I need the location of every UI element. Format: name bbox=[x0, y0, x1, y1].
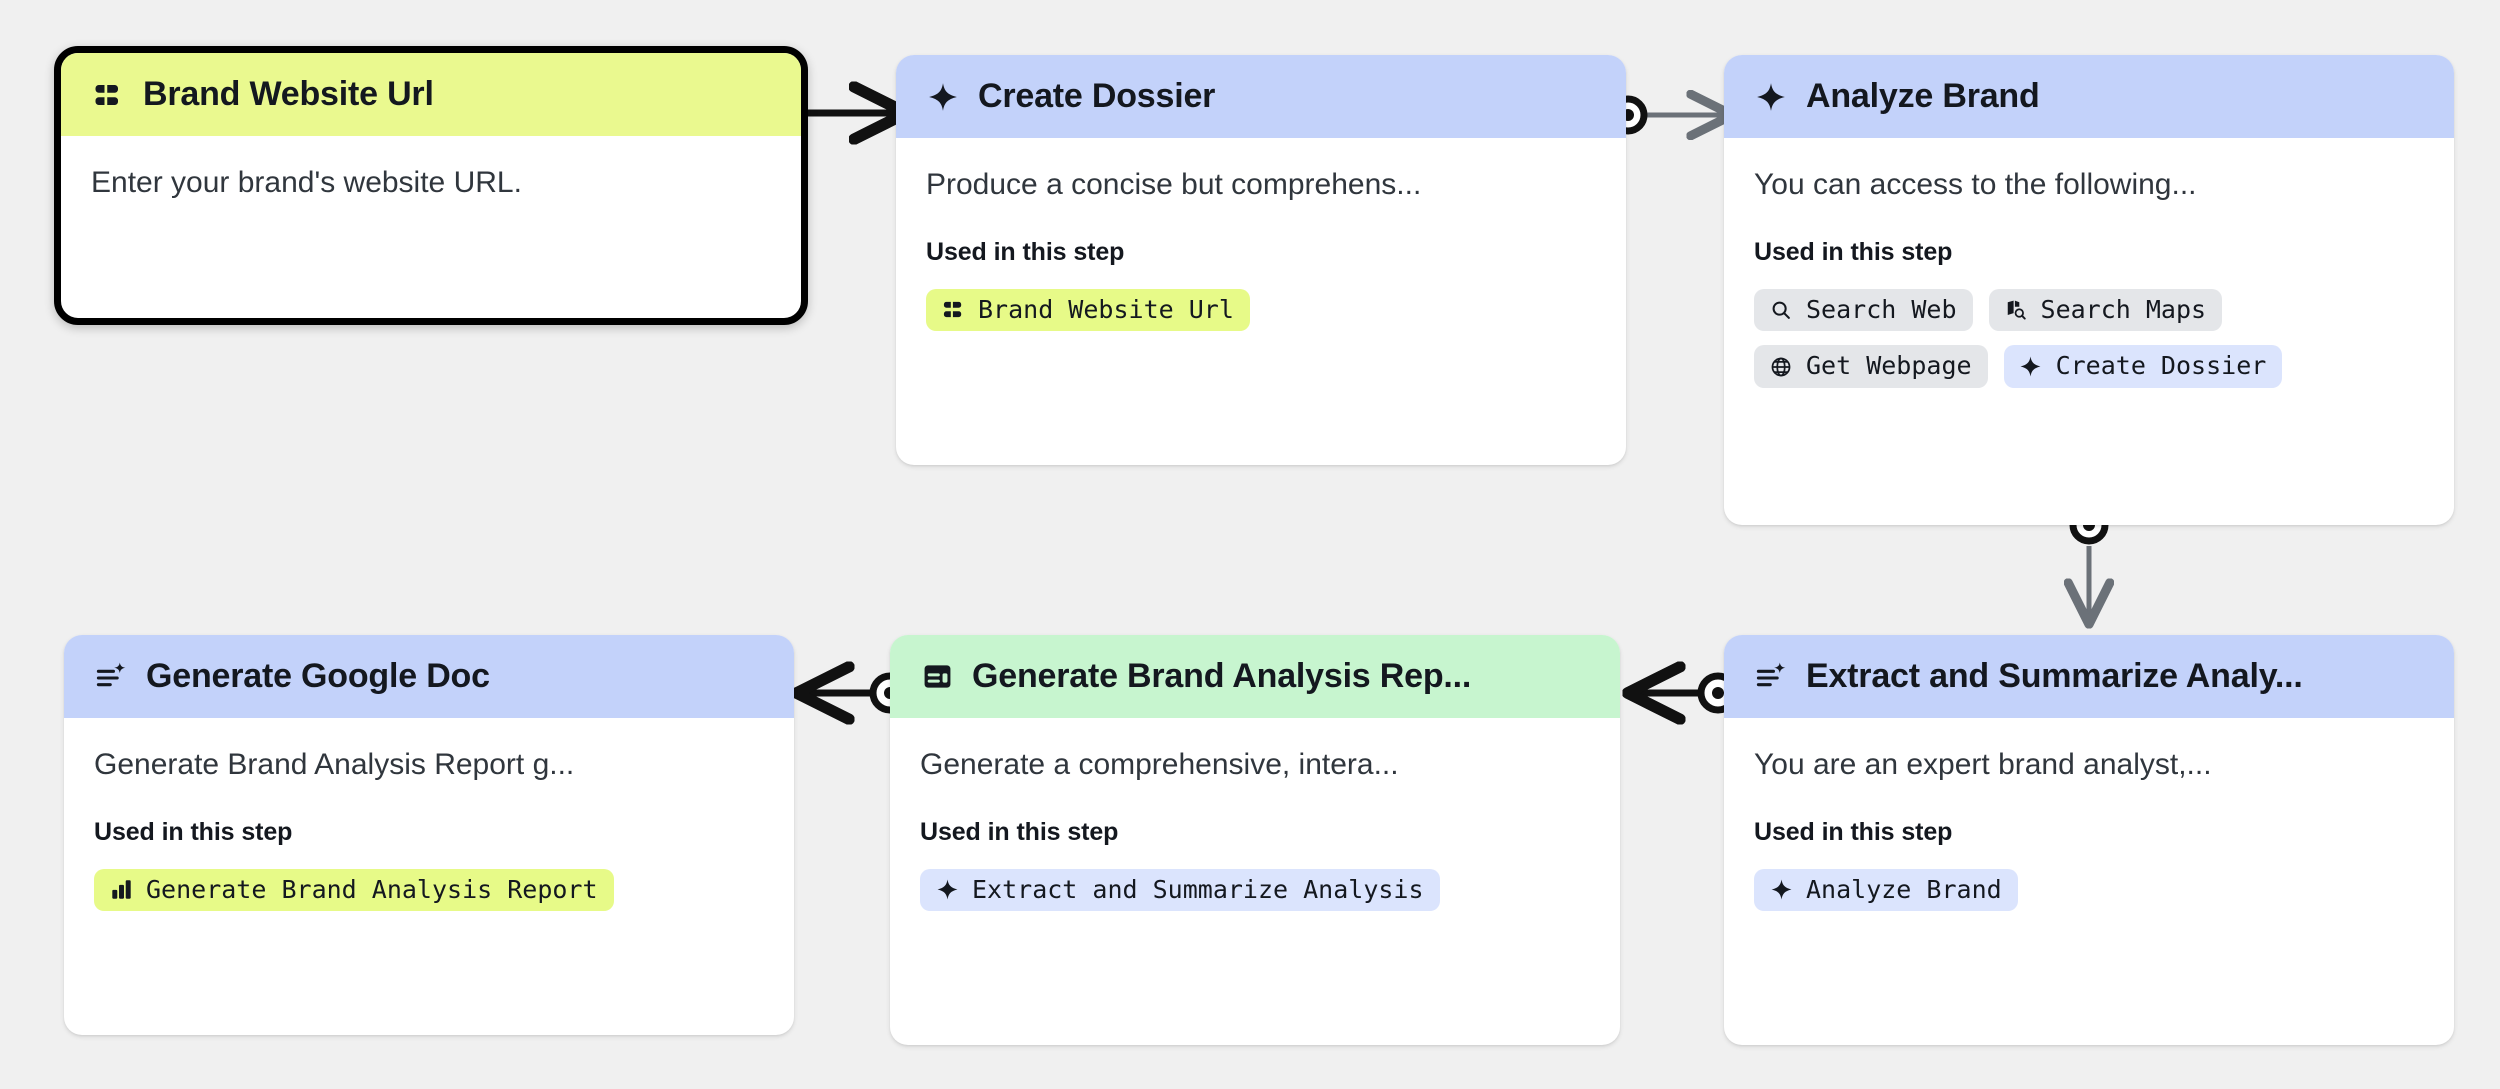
chip-label: Create Dossier bbox=[2055, 351, 2267, 381]
used-in-this-step-label: Used in this step bbox=[1754, 237, 1953, 266]
chip-label: Generate Brand Analysis Report bbox=[146, 874, 598, 904]
form-input-icon bbox=[91, 78, 125, 112]
chip-label: Extract and Summarize Analysis bbox=[972, 874, 1424, 904]
used-in-this-step-label: Used in this step bbox=[920, 817, 1119, 846]
node-title: Brand Website Url bbox=[143, 75, 434, 113]
node-description: Produce a concise but comprehens... bbox=[926, 168, 1422, 202]
node-body: Produce a concise but comprehens... Used… bbox=[896, 138, 1626, 366]
node-generate-brand-analysis-report[interactable]: Generate Brand Analysis Rep... Generate … bbox=[890, 635, 1620, 1045]
chip-label: Analyze Brand bbox=[1806, 874, 2002, 904]
chip-label: Search Maps bbox=[2040, 294, 2207, 324]
form-input-icon bbox=[940, 297, 966, 323]
chip-search-web[interactable]: Search Web bbox=[1754, 288, 1973, 332]
used-in-this-step-label: Used in this step bbox=[1754, 817, 1953, 846]
sparkle-icon bbox=[1754, 80, 1788, 114]
node-header: Create Dossier bbox=[896, 55, 1626, 139]
sparkle-icon bbox=[2018, 354, 2044, 380]
used-in-this-step-label: Used in this step bbox=[94, 817, 293, 846]
node-body: Enter your brand's website URL. bbox=[61, 136, 801, 254]
edge-analyze-brand-to-extract-summarize[interactable] bbox=[2073, 505, 2105, 616]
sparkle-icon bbox=[934, 877, 960, 903]
chip-generate-brand-analysis-report[interactable]: Generate Brand Analysis Report bbox=[94, 868, 614, 912]
chip-label: Brand Website Url bbox=[978, 294, 1234, 324]
edge-extract-summarize-to-report[interactable] bbox=[1638, 676, 1739, 710]
map-search-icon bbox=[2003, 297, 2029, 323]
node-description: You are an expert brand analyst,... bbox=[1754, 748, 2212, 782]
node-extract-and-summarize-analysis[interactable]: Extract and Summarize Analy... You are a… bbox=[1724, 635, 2454, 1045]
chip-analyze-brand[interactable]: Analyze Brand bbox=[1754, 868, 2018, 912]
node-analyze-brand[interactable]: Analyze Brand You can access to the foll… bbox=[1724, 55, 2454, 525]
node-create-dossier[interactable]: Create Dossier Produce a concise but com… bbox=[896, 55, 1626, 465]
used-chips-list: Extract and Summarize Analysis bbox=[920, 868, 1590, 912]
node-header: Brand Website Url bbox=[61, 53, 801, 137]
text-sparkle-icon bbox=[1754, 660, 1788, 694]
node-body: Generate Brand Analysis Report g... Used… bbox=[64, 718, 794, 946]
used-chips-list: Brand Website Url bbox=[926, 288, 1596, 332]
sparkle-icon bbox=[926, 80, 960, 114]
node-body: You are an expert brand analyst,... Used… bbox=[1724, 718, 2454, 946]
node-header: Analyze Brand bbox=[1724, 55, 2454, 139]
node-description: Generate Brand Analysis Report g... bbox=[94, 748, 575, 782]
node-description: Generate a comprehensive, intera... bbox=[920, 748, 1399, 782]
used-in-this-step-label: Used in this step bbox=[926, 237, 1125, 266]
used-chips-list: Search Web Search Maps bbox=[1754, 288, 2424, 389]
node-header: Generate Google Doc bbox=[64, 635, 794, 719]
node-title: Create Dossier bbox=[978, 77, 1216, 115]
chip-label: Get Webpage bbox=[1806, 351, 1972, 381]
chip-extract-and-summarize-analysis[interactable]: Extract and Summarize Analysis bbox=[920, 868, 1440, 912]
globe-icon bbox=[1768, 354, 1794, 380]
chip-create-dossier[interactable]: Create Dossier bbox=[2003, 345, 2283, 389]
node-title: Generate Brand Analysis Rep... bbox=[972, 657, 1472, 695]
node-title: Generate Google Doc bbox=[146, 657, 490, 695]
node-description: You can access to the following... bbox=[1754, 168, 2197, 202]
search-icon bbox=[1768, 297, 1794, 323]
node-title: Extract and Summarize Analy... bbox=[1806, 657, 2303, 695]
chip-search-maps[interactable]: Search Maps bbox=[1988, 288, 2223, 332]
node-header: Generate Brand Analysis Rep... bbox=[890, 635, 1620, 719]
used-chips-list: Generate Brand Analysis Report bbox=[94, 868, 764, 912]
chip-label: Search Web bbox=[1806, 294, 1957, 324]
text-sparkle-icon bbox=[94, 660, 128, 694]
node-header: Extract and Summarize Analy... bbox=[1724, 635, 2454, 719]
used-chips-list: Analyze Brand bbox=[1754, 868, 2424, 912]
node-body: You can access to the following... Used … bbox=[1724, 138, 2454, 423]
chip-brand-website-url[interactable]: Brand Website Url bbox=[926, 288, 1250, 332]
bar-chart-icon bbox=[108, 877, 134, 903]
node-body: Generate a comprehensive, intera... Used… bbox=[890, 718, 1620, 946]
node-title: Analyze Brand bbox=[1806, 77, 2040, 115]
node-generate-google-doc[interactable]: Generate Google Doc Generate Brand Analy… bbox=[64, 635, 794, 1035]
edge-create-dossier-to-analyze-brand[interactable] bbox=[1608, 99, 1724, 131]
sparkle-icon bbox=[1768, 877, 1794, 903]
node-brand-website-url[interactable]: Brand Website Url Enter your brand's web… bbox=[54, 46, 808, 325]
node-description: Enter your brand's website URL. bbox=[91, 166, 522, 200]
dashboard-layout-icon bbox=[920, 660, 954, 694]
chip-get-webpage[interactable]: Get Webpage bbox=[1754, 345, 1988, 389]
